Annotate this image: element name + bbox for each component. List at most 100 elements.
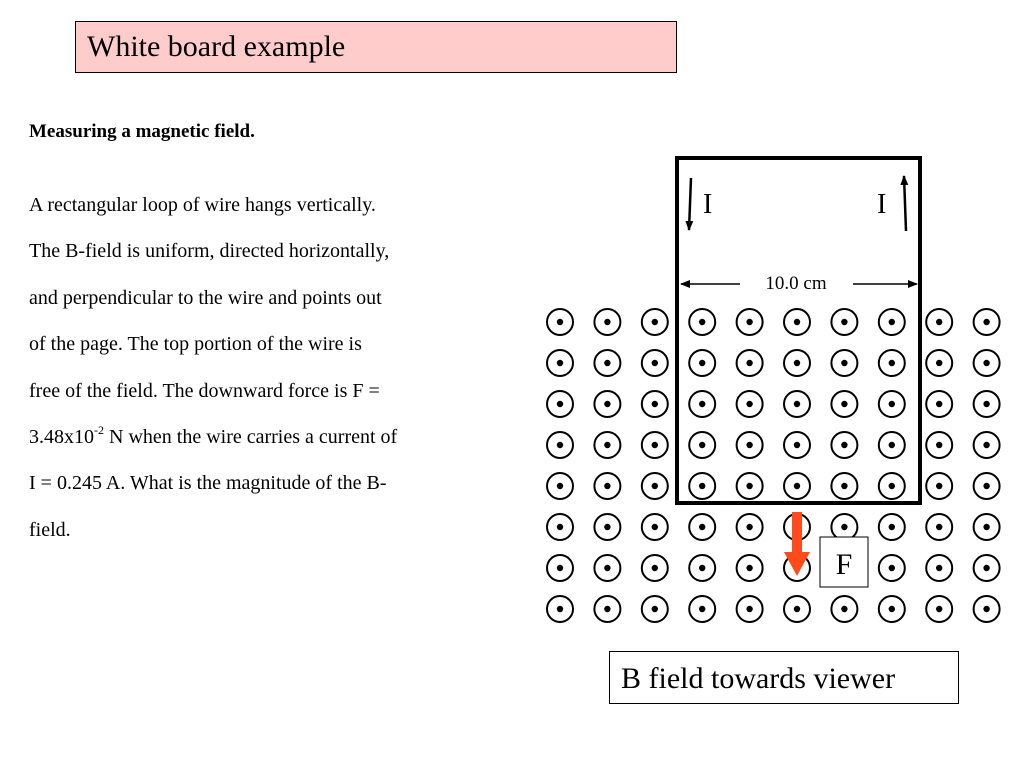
field-out-of-page-icon	[546, 513, 574, 541]
field-out-of-page-icon	[688, 390, 717, 418]
current-down-arrow-icon	[685, 177, 694, 231]
field-out-of-page-icon	[972, 390, 1001, 418]
field-out-of-page-icon	[925, 390, 954, 418]
field-out-of-page-icon	[593, 472, 622, 500]
force-label-box	[819, 536, 869, 588]
field-out-of-page-icon	[830, 308, 859, 336]
field-out-of-page-icon	[688, 308, 717, 336]
field-out-of-page-icon	[830, 513, 859, 541]
field-out-of-page-icon	[830, 472, 859, 500]
field-out-of-page-icon	[925, 308, 954, 336]
force-arrow-shaft	[792, 512, 802, 554]
problem-text: A rectangular loop of wire hangs vertica…	[29, 182, 529, 553]
force-arrow-icon	[784, 552, 810, 576]
field-symbol-grid	[546, 308, 1001, 623]
field-out-of-page-icon	[877, 349, 906, 377]
field-out-of-page-icon	[593, 595, 622, 623]
field-out-of-page-icon	[972, 431, 1001, 459]
field-out-of-page-icon	[593, 554, 622, 582]
field-out-of-page-icon	[925, 349, 954, 377]
field-out-of-page-icon	[640, 513, 669, 541]
problem-line-5: free of the field. The downward force is…	[29, 379, 380, 402]
problem-line-8: field.	[29, 518, 71, 541]
field-out-of-page-icon	[877, 554, 906, 582]
field-out-of-page-icon	[735, 431, 764, 459]
field-out-of-page-icon	[593, 390, 622, 418]
wire-loop	[675, 156, 922, 505]
field-out-of-page-icon	[688, 349, 717, 377]
field-out-of-page-icon	[830, 349, 859, 377]
field-out-of-page-icon	[783, 308, 811, 336]
field-out-of-page-icon	[972, 595, 1001, 623]
field-out-of-page-icon	[735, 390, 764, 418]
problem-line-3: and perpendicular to the wire and points…	[29, 286, 382, 309]
field-out-of-page-icon	[593, 349, 622, 377]
field-out-of-page-icon	[972, 472, 1001, 500]
field-out-of-page-icon	[783, 431, 811, 459]
field-out-of-page-icon	[546, 349, 574, 377]
field-out-of-page-icon	[877, 308, 906, 336]
field-out-of-page-icon	[640, 390, 669, 418]
field-out-of-page-icon	[640, 595, 669, 623]
field-out-of-page-icon	[877, 513, 906, 541]
field-out-of-page-icon	[925, 431, 954, 459]
problem-line-4: of the page. The top portion of the wire…	[29, 333, 362, 356]
field-out-of-page-icon	[735, 472, 764, 500]
field-out-of-page-icon	[546, 431, 574, 459]
problem-line-2: The B-field is uniform, directed horizon…	[29, 240, 390, 263]
force-label: F	[836, 548, 853, 581]
field-out-of-page-icon	[688, 554, 717, 582]
width-dimension-label: 10.0 cm	[765, 273, 826, 294]
field-out-of-page-icon	[783, 472, 811, 500]
field-out-of-page-icon	[972, 513, 1001, 541]
field-out-of-page-icon	[735, 308, 764, 336]
field-out-of-page-icon	[830, 595, 859, 623]
field-out-of-page-icon	[593, 513, 622, 541]
field-out-of-page-icon	[546, 595, 574, 623]
field-out-of-page-icon	[925, 595, 954, 623]
field-out-of-page-icon	[593, 308, 622, 336]
field-out-of-page-icon	[783, 390, 811, 418]
field-out-of-page-icon	[877, 431, 906, 459]
field-out-of-page-icon	[735, 349, 764, 377]
field-out-of-page-icon	[593, 431, 622, 459]
field-out-of-page-icon	[783, 349, 811, 377]
current-up-arrow-icon	[900, 175, 909, 232]
field-out-of-page-icon	[735, 554, 764, 582]
current-label-right: I	[877, 189, 886, 220]
current-label-left: I	[703, 189, 712, 220]
field-caption: B field towards viewer	[609, 651, 959, 704]
field-out-of-page-icon	[925, 554, 954, 582]
field-out-of-page-icon	[546, 390, 574, 418]
field-out-of-page-icon	[640, 554, 669, 582]
field-out-of-page-icon	[546, 308, 574, 336]
force-value-base: 3.48x10	[29, 426, 94, 449]
field-out-of-page-icon	[688, 431, 717, 459]
force-value-exponent: -2	[94, 423, 104, 438]
slide-title: White board example	[75, 21, 677, 73]
field-out-of-page-icon	[877, 390, 906, 418]
field-out-of-page-icon	[925, 513, 954, 541]
field-out-of-page-icon	[830, 431, 859, 459]
field-out-of-page-icon	[735, 595, 764, 623]
field-out-of-page-icon	[640, 472, 669, 500]
field-out-of-page-icon	[735, 513, 764, 541]
field-out-of-page-icon	[877, 472, 906, 500]
field-out-of-page-icon	[546, 554, 574, 582]
field-out-of-page-icon	[877, 595, 906, 623]
problem-heading: Measuring a magnetic field.	[29, 121, 255, 142]
field-out-of-page-icon	[972, 308, 1001, 336]
field-out-of-page-icon	[688, 472, 717, 500]
field-out-of-page-icon	[783, 595, 811, 623]
field-out-of-page-icon	[688, 595, 717, 623]
problem-line-7: I = 0.245 A. What is the magnitude of th…	[29, 472, 387, 495]
field-out-of-page-icon	[640, 431, 669, 459]
field-out-of-page-icon	[972, 554, 1001, 582]
field-out-of-page-icon	[640, 349, 669, 377]
field-out-of-page-icon	[925, 472, 954, 500]
problem-line-1: A rectangular loop of wire hangs vertica…	[29, 194, 376, 216]
field-out-of-page-icon	[640, 308, 669, 336]
force-value-rest: N when the wire carries a current of	[104, 426, 398, 449]
problem-line-6: 3.48x10-2 N when the wire carries a curr…	[29, 414, 529, 460]
